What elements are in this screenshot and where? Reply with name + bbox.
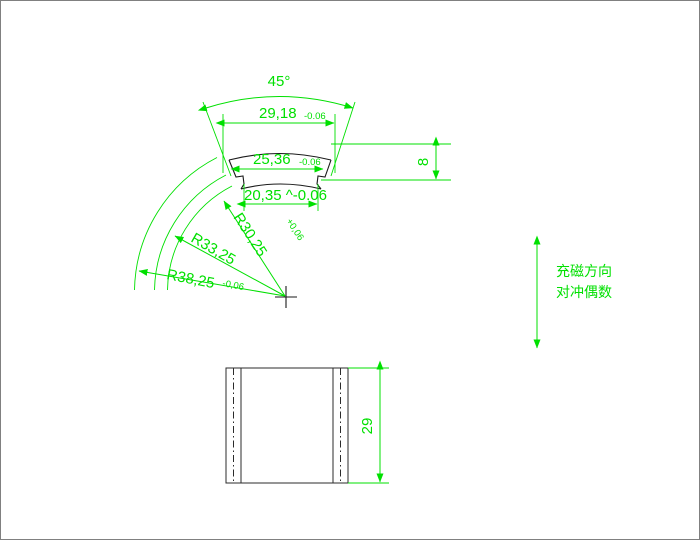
- magnetization-note-group: 充磁方向 对冲偶数: [533, 235, 612, 349]
- angle-dimension-45: 45°: [197, 73, 356, 177]
- side-view-group: [225, 367, 349, 484]
- part-left-end-with-notch: [228, 159, 245, 190]
- radius-label-r3825: R38,25: [165, 266, 216, 292]
- radius-tol-r3025: +0,06: [283, 217, 305, 243]
- leader-line-r3325: [174, 235, 286, 297]
- dim-label-2536: 25,36: [253, 151, 291, 168]
- note-line-2: 对冲偶数: [556, 285, 612, 301]
- dim-label-29: 29: [359, 418, 376, 435]
- dim-label-8: 8: [415, 158, 432, 166]
- dimension-25-36: 25,36 -0.06: [230, 151, 324, 173]
- arc-outer-r3825: [134, 157, 218, 291]
- dimension-height-29: 29: [348, 360, 389, 484]
- leader-line-r3025: [223, 200, 286, 297]
- dim-label-2035: 20,35 ^-0.06: [244, 187, 327, 204]
- radius-tol-r3825: -0,06: [221, 278, 244, 293]
- angle-ray-left: [202, 101, 232, 177]
- arc-inner-r3025: [167, 185, 233, 291]
- side-view-outline: [225, 367, 349, 484]
- angle-dim-label: 45°: [268, 73, 291, 90]
- dim-label-2918: 29,18: [259, 105, 297, 122]
- part-outer-arc: [228, 153, 332, 161]
- construction-arcs: [134, 157, 233, 291]
- part-inner-arc: [240, 183, 322, 190]
- dim-tol-2918: -0.06: [304, 111, 326, 122]
- dim-tol-2536: -0.06: [299, 157, 321, 168]
- radius-dimension-r3825: R38,25 -0,06: [138, 266, 286, 297]
- note-line-1: 充磁方向: [556, 264, 612, 280]
- dimension-thickness-8: 8: [321, 136, 451, 181]
- radius-label-r3325: R33,25: [188, 230, 238, 269]
- leader-line-r3825: [138, 268, 286, 297]
- angle-arc: [197, 96, 354, 112]
- arc-mid-r3325: [154, 174, 227, 291]
- center-mark-crosshair: [275, 286, 297, 308]
- dimension-20-35: 20,35 ^-0.06: [236, 184, 327, 211]
- dimension-29-18: 29,18 -0.06: [215, 105, 336, 173]
